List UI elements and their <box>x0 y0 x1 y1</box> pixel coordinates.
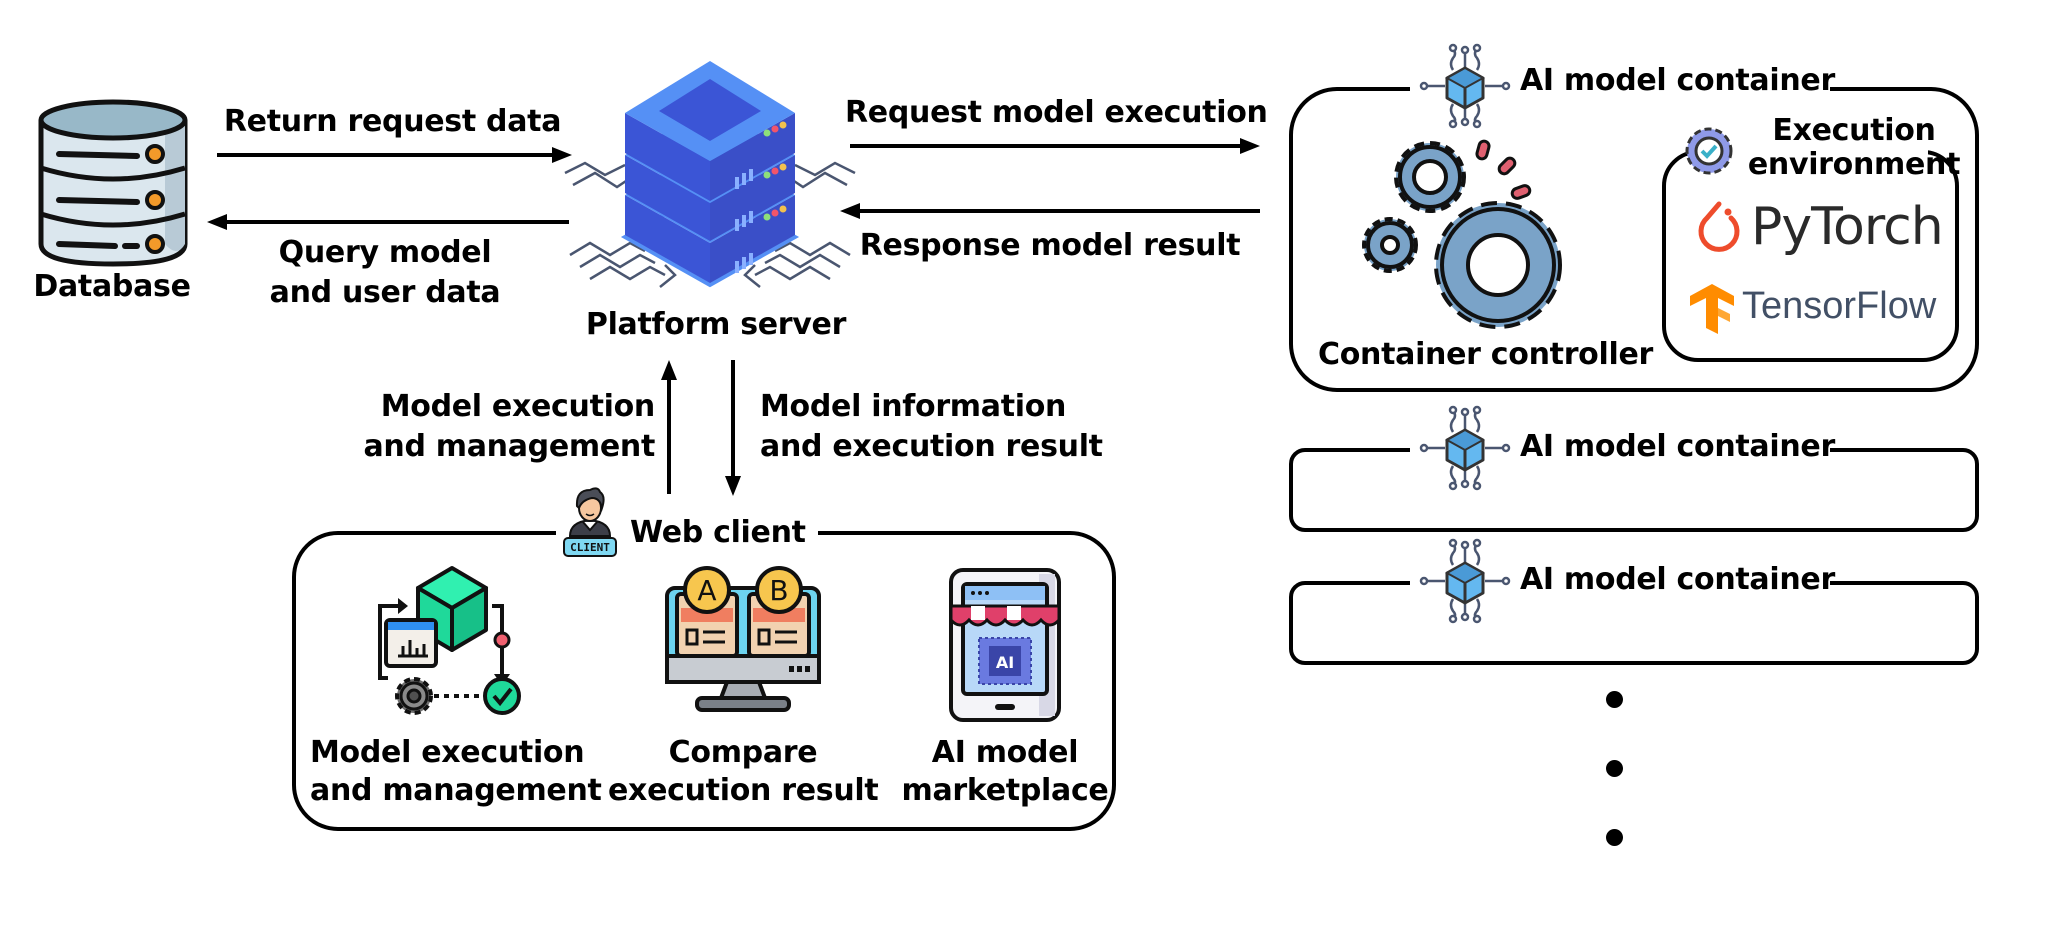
tensorflow-icon <box>1690 284 1734 334</box>
model-information-label-line2: and execution result <box>760 429 1103 464</box>
tensorflow-text: TensorFlow <box>1742 285 1937 327</box>
arrow-server-to-db <box>207 214 569 230</box>
request-model-execution-label: Request model execution <box>845 95 1268 130</box>
tensorflow-logo: TensorFlow <box>1690 280 1960 336</box>
badge-a: A <box>697 574 716 607</box>
arrow-db-to-server <box>217 147 572 163</box>
feature-compare-line2: execution result <box>608 773 879 808</box>
web-client-header: CLIENT Web client <box>562 484 822 558</box>
arrow-server-to-client <box>725 360 741 496</box>
ai-cube-icon <box>1419 405 1511 491</box>
pytorch-flame-icon <box>1698 201 1740 252</box>
model-execution-management-label-line2: and management <box>363 429 655 464</box>
ai-chip-text: AI <box>996 653 1014 672</box>
arrow-client-to-server <box>661 360 677 494</box>
database-label: Database <box>33 269 191 304</box>
ellipsis-dot <box>1606 829 1623 846</box>
feature-compare-results[interactable]: A B Compare execution result <box>608 566 879 818</box>
ai-cube-icon <box>1419 43 1511 129</box>
database-icon <box>38 99 188 267</box>
platform-server-node <box>564 55 856 290</box>
pytorch-logo: PyTorch <box>1697 196 1957 264</box>
client-user-icon: CLIENT <box>563 487 617 557</box>
execution-environment-label-line1: Execution <box>1772 113 1936 148</box>
ai-model-container-title-3: AI model container <box>1520 562 1835 597</box>
feature-model-management[interactable]: Model execution and management <box>310 566 602 818</box>
return-request-data-label: Return request data <box>223 104 562 139</box>
more-containers-ellipsis <box>1605 690 1625 850</box>
feature-ai-marketplace[interactable]: AI AI model marketplace <box>870 568 1140 818</box>
model-management-icon <box>378 566 521 715</box>
container-controller-gears-icon <box>1362 139 1562 329</box>
model-information-label-line1: Model information <box>760 389 1067 424</box>
model-execution-management-label-line1: Model execution <box>380 389 656 424</box>
client-badge-text: CLIENT <box>570 541 610 554</box>
feature-compare-line1: Compare <box>668 735 818 770</box>
web-client-title: Web client <box>630 515 806 550</box>
arrow-server-to-container <box>850 138 1260 154</box>
ai-marketplace-icon: AI <box>949 568 1061 722</box>
server-icon <box>564 61 856 288</box>
badge-b: B <box>769 574 788 607</box>
ai-model-container-title-primary: AI model container <box>1520 63 1835 98</box>
ab-compare-icon: A B <box>665 566 821 712</box>
ellipsis-dot <box>1606 691 1623 708</box>
feature-model-management-line1: Model execution <box>310 735 585 770</box>
ellipsis-dot <box>1606 760 1623 777</box>
query-model-label-line2: and user data <box>269 275 501 310</box>
feature-model-management-line2: and management <box>310 773 602 808</box>
query-model-label-line1: Query model <box>278 235 492 270</box>
execution-environment-gear-icon <box>1685 127 1733 175</box>
platform-server-label: Platform server <box>585 307 847 342</box>
arrow-container-to-server <box>840 203 1260 219</box>
response-model-result-label: Response model result <box>859 228 1241 263</box>
pytorch-text: PyTorch <box>1751 197 1944 257</box>
container-controller-label: Container controller <box>1318 337 1654 372</box>
feature-marketplace-line1: AI model <box>931 735 1079 770</box>
database-node <box>37 98 189 268</box>
execution-environment-label-line2: environment <box>1747 147 1961 182</box>
ai-cube-icon <box>1419 538 1511 624</box>
feature-marketplace-line2: marketplace <box>901 773 1109 808</box>
ai-model-container-title-2: AI model container <box>1520 429 1835 464</box>
